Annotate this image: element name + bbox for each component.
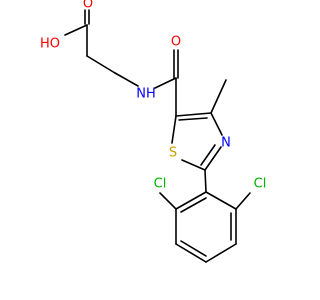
bond-n-c2ring-a: [204, 146, 222, 171]
bond-c4ring-n: [210, 112, 223, 136]
bond-ph2-cl: [235, 192, 251, 210]
atom-labels: HO O NH O N S Cl Cl: [40, 0, 266, 192]
amide-nitrogen-label: NH: [136, 87, 156, 102]
bond-c2ring-s: [181, 159, 206, 171]
bond-c1-oh: [64, 24, 88, 36]
bond-n-c4: [154, 77, 177, 89]
chlorine-right-label: Cl: [254, 177, 267, 192]
bond-c5-c4ring-b: [178, 117, 208, 121]
amide-oxygen-label: O: [171, 35, 181, 50]
bond-ph1-ph2: [205, 191, 237, 210]
bond-c5-c4ring-a: [175, 112, 212, 117]
bond-s-c5: [171, 115, 177, 144]
bond-ph6-cl: [159, 192, 177, 210]
bond-c2ring-phenyl: [204, 169, 207, 193]
ring-sulfur-label: S: [169, 146, 177, 161]
ring-nitrogen-label: N: [221, 136, 231, 151]
carboxyl-oxygen-label: O: [83, 0, 93, 12]
bond-c2-c3: [86, 55, 116, 74]
bond-c4ring-methyl: [210, 79, 227, 114]
molecule-structure: HO O NH O N S Cl Cl: [40, 0, 266, 263]
bond-ph4-ph5-inner: [180, 240, 207, 257]
hydroxyl-label: HO: [40, 37, 60, 52]
bonds: [64, 9, 251, 263]
chlorine-left-label: Cl: [154, 177, 167, 192]
bond-ph6-ph1: [175, 191, 207, 210]
bond-c3-n: [114, 72, 139, 87]
bond-ph3-ph4: [205, 243, 237, 263]
bond-n-c2ring-b: [200, 144, 216, 166]
bond-ph4-ph5: [175, 243, 207, 263]
bond-ph6-ph1-inner: [180, 197, 207, 213]
